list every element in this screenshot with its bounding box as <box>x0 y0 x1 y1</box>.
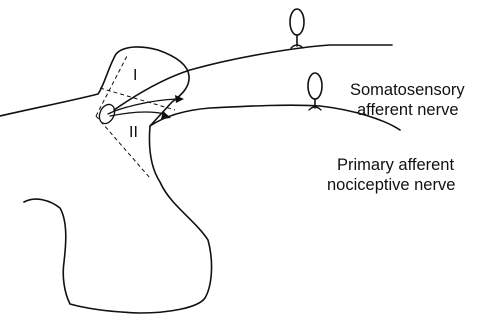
region-boundary-bottom <box>96 116 150 178</box>
nerve-ending-loop <box>96 102 117 126</box>
nociceptive-label-line2: nociceptive nerve <box>327 176 455 194</box>
region-label-lower: II <box>129 124 138 141</box>
somatosensory-nerve-fiber <box>114 45 392 110</box>
nociceptive-ganglion-cell <box>308 73 322 99</box>
somatosensory-ganglion-cell <box>290 9 304 35</box>
spinal-cord-outline <box>0 47 212 313</box>
somatosensory-label-line1: Somatosensory <box>350 81 465 99</box>
nociceptive-label-line1: Primary afferent <box>337 156 454 174</box>
region-boundary-top <box>100 88 175 110</box>
region-label-upper: I <box>133 67 137 84</box>
nociceptive-terminal <box>110 112 165 116</box>
somatosensory-label-line2: afferent nerve <box>357 101 459 119</box>
